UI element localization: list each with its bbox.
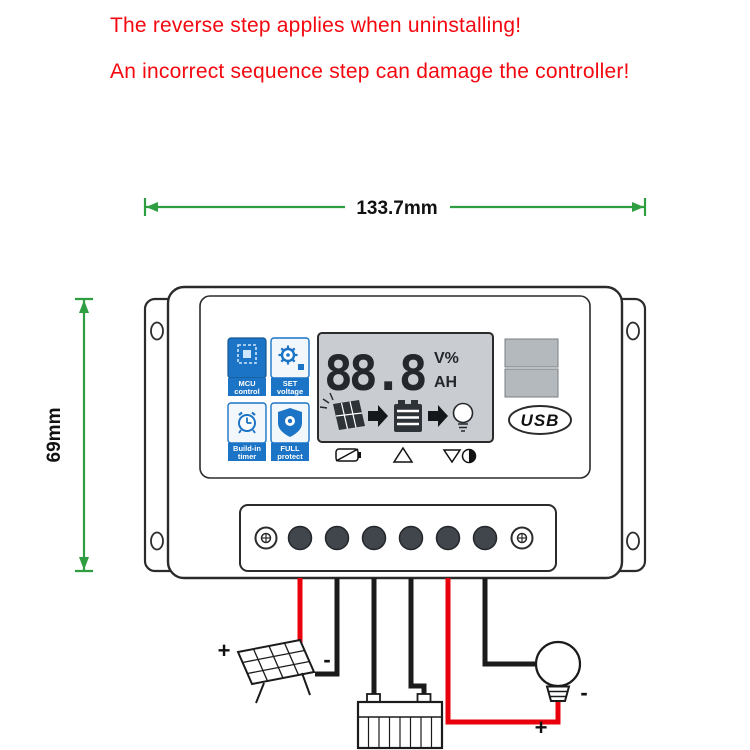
solar-plus-label: + [218,638,231,663]
width-dimension-label: 133.7mm [356,198,437,219]
feature-label: Build-in [233,444,261,453]
solar-panel [236,638,316,704]
wire-terminal [435,525,461,551]
feature-label: voltage [277,387,303,396]
solar-panel-icon [319,392,365,430]
lcd-reading: 88.8 [324,346,425,402]
wire-load-positive [445,578,561,725]
lcd-unit-ah: AH [434,374,457,391]
usb-logo: USB [508,405,572,435]
gear-icon [278,345,304,370]
battery-icon [394,400,422,432]
screw-terminal-right [510,526,534,550]
feature-full-protect: FULL protect [270,402,310,461]
screw-hole [626,531,640,551]
screw-hole [150,321,164,341]
arrow-right-icon [368,405,388,427]
down-button-symbol [442,448,477,464]
warning-text-1: The reverse step applies when uninstalli… [110,14,522,37]
feature-set-voltage: SET voltage [270,337,310,396]
usb-label: USB [521,411,560,430]
feature-label: control [234,387,259,396]
height-dimension: 69mm [44,297,93,573]
wire-terminal [287,525,313,551]
wire-terminal [361,525,387,551]
warning-text-2: An incorrect sequence step can damage th… [110,60,630,83]
up-button-symbol [392,446,414,463]
wire-load-negative [482,578,536,667]
screw-hole [626,321,640,341]
screw-hole [150,531,164,551]
lamp-minus-label: - [580,680,587,705]
screw-terminal-left [254,526,278,550]
arrow-right-icon [428,405,448,427]
wire-solar-negative [315,578,340,677]
feature-label: FULL [280,444,300,453]
solar-minus-label: - [323,647,330,672]
feature-label: timer [238,452,256,461]
feature-label: SET [283,379,298,388]
feature-build-in-timer: Build-in timer [227,402,267,461]
terminal-cover-bottom [504,368,559,398]
feature-label: protect [277,452,303,461]
terminal-block [239,504,557,572]
alarm-clock-icon [238,411,256,434]
height-dimension-label: 69mm [44,408,65,463]
lcd-display: 88.8 V% AH [317,332,494,443]
feature-label: MCU [238,379,255,388]
wire-terminal [472,525,498,551]
wire-terminal [324,525,350,551]
mcu-chip-icon [237,344,257,364]
shield-icon [278,408,302,437]
battery [356,693,444,750]
wire-battery-right [408,578,427,694]
width-dimension: 133.7mm [143,198,647,219]
lamp-plus-label: + [535,715,548,740]
wire-terminal [398,525,424,551]
load-bulb-icon [452,402,474,432]
feature-mcu-control: MCU control [227,337,267,396]
lcd-unit-vpercent: V% [434,350,459,367]
terminal-cover-top [504,338,559,368]
battery-select-button-symbol [335,448,361,462]
light-bulb [534,640,582,702]
